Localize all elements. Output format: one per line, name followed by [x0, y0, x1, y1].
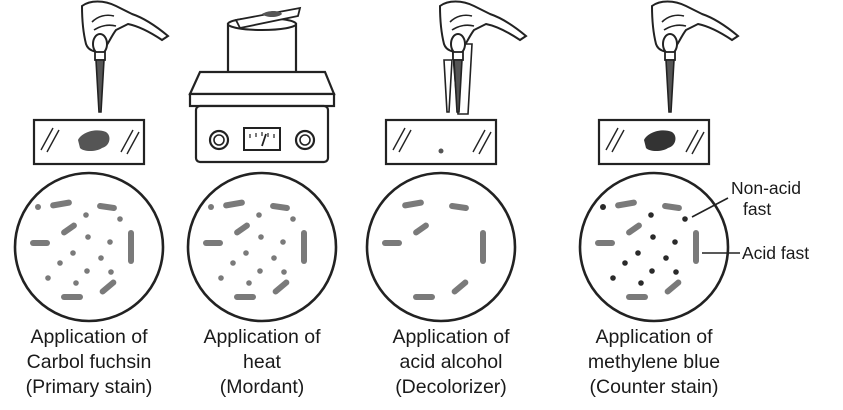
step-4-counter-stain	[578, 0, 740, 323]
dropper-icon	[651, 0, 739, 113]
stain-smear	[644, 130, 676, 151]
caption-step-3: Application of acid alcohol (Decolorizer…	[392, 326, 510, 398]
non-acid-fast-cocci	[208, 204, 296, 286]
stain-smear	[78, 130, 110, 151]
non-acid-fast-cocci	[600, 204, 688, 286]
acid-fast-label: Acid fast	[742, 243, 810, 263]
microscope-slide	[384, 118, 498, 166]
residual-drop	[438, 148, 444, 154]
microscope-field	[578, 171, 730, 323]
hot-plate-icon	[188, 6, 336, 164]
dropper-icon	[81, 0, 169, 113]
step-3-decolorizer	[365, 0, 527, 323]
acid-fast-bacilli	[382, 199, 486, 300]
acid-fast-bacilli	[30, 199, 134, 300]
non-acid-fast-pointer	[691, 197, 729, 218]
step-2-mordant	[186, 6, 338, 323]
microscope-field	[186, 171, 338, 323]
microscope-field	[365, 171, 517, 323]
non-acid-fast-label: Non-acid fast	[731, 178, 802, 219]
caption-step-4: Application of methylene blue (Counter s…	[587, 326, 721, 398]
non-acid-fast-cocci	[35, 204, 123, 286]
step-1-primary-stain	[13, 0, 169, 323]
acid-fast-bacilli	[203, 199, 307, 300]
microscope-field	[13, 171, 165, 323]
acid-fast-bacilli	[595, 199, 699, 300]
caption-step-1: Application of Carbol fuchsin (Primary s…	[25, 326, 153, 398]
caption-step-2: Application of heat (Mordant)	[203, 326, 321, 398]
